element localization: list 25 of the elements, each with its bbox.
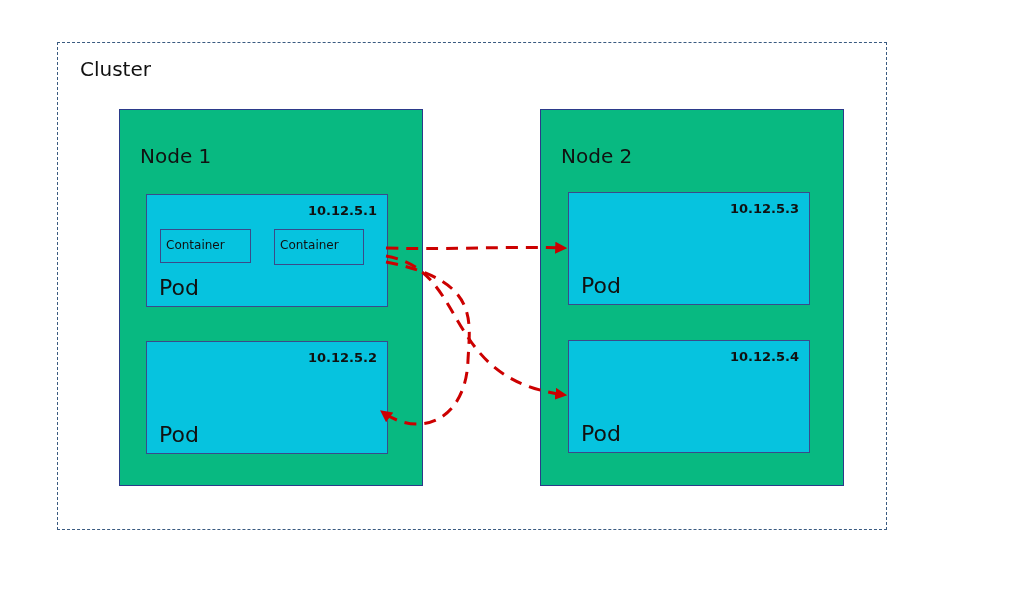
- ip-address: 10.12.5.1: [307, 203, 377, 218]
- ip-address: 10.12.5.3: [729, 201, 799, 216]
- node-title: Node 1: [140, 144, 212, 168]
- pod-label: Pod: [159, 422, 199, 447]
- ip-address: 10.12.5.4: [729, 349, 799, 364]
- dashed-arrow: [380, 260, 471, 426]
- dashed-arrow: [385, 241, 568, 254]
- pod-box: [568, 192, 810, 305]
- pod-box: [146, 194, 388, 307]
- container-box: [160, 229, 251, 263]
- container-label: Container: [280, 238, 339, 252]
- container-box: [274, 229, 364, 265]
- node-box: [119, 109, 423, 486]
- node-box: [540, 109, 844, 486]
- cluster-boundary: [57, 42, 887, 530]
- dashed-arrow: [385, 254, 568, 399]
- pod-box: [146, 341, 388, 454]
- ip-address: 10.12.5.2: [307, 350, 377, 365]
- pod-label: Pod: [581, 421, 621, 446]
- cluster-title: Cluster: [80, 57, 151, 81]
- pod-box: [568, 340, 810, 453]
- container-label: Container: [166, 238, 225, 252]
- node-title: Node 2: [561, 144, 633, 168]
- pod-label: Pod: [581, 273, 621, 298]
- pod-label: Pod: [159, 275, 199, 300]
